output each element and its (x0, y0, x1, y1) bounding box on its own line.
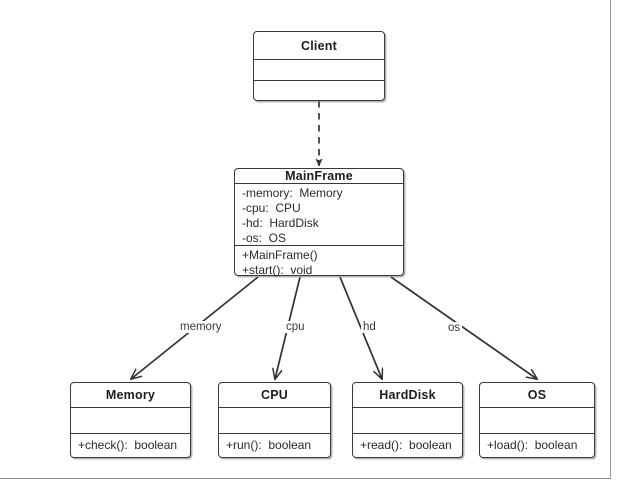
class-box-mainframe[interactable]: MainFrame -memory: Memory -cpu: CPU -hd:… (234, 168, 404, 277)
attribute-row: -os: OS (242, 231, 287, 245)
operation-row: +start(): void (242, 263, 313, 277)
edge-label-memory: memory (178, 321, 224, 333)
class-box-client[interactable]: Client (253, 31, 385, 101)
class-name-client: Client (254, 32, 384, 60)
class-operations-client (254, 81, 384, 100)
class-attributes-memory (71, 408, 190, 434)
class-attributes-mainframe: -memory: Memory -cpu: CPU -hd: HardDisk … (235, 184, 403, 246)
operation-row: +load(): boolean (487, 438, 578, 452)
class-operations-os: +load(): boolean (480, 434, 594, 457)
page-frame-bottom-rule (0, 478, 611, 479)
edge-label-hd: hd (361, 321, 378, 333)
class-operations-cpu: +run(): boolean (219, 434, 330, 457)
attribute-row: -cpu: CPU (242, 201, 301, 215)
class-attributes-os (480, 408, 594, 434)
class-attributes-cpu (219, 408, 330, 434)
class-operations-memory: +check(): boolean (71, 434, 190, 457)
class-operations-harddisk: +read(): boolean (353, 434, 462, 457)
class-box-memory[interactable]: Memory +check(): boolean (70, 382, 191, 458)
class-attributes-client (254, 60, 384, 81)
class-attributes-harddisk (353, 408, 462, 434)
attribute-row: -hd: HardDisk (242, 216, 319, 230)
class-box-cpu[interactable]: CPU +run(): boolean (218, 382, 331, 458)
operation-row: +run(): boolean (226, 438, 312, 452)
page-frame-right-rule (610, 0, 611, 479)
class-box-os[interactable]: OS +load(): boolean (479, 382, 595, 458)
edge-mainframe-to-os (390, 276, 537, 379)
operation-row: +read(): boolean (360, 438, 452, 452)
class-name-harddisk: HardDisk (353, 383, 462, 408)
edge-label-cpu: cpu (284, 321, 307, 333)
class-operations-mainframe: +MainFrame() +start(): void (235, 246, 403, 280)
class-name-mainframe: MainFrame (235, 169, 403, 184)
edge-label-os: os (446, 322, 463, 334)
class-box-harddisk[interactable]: HardDisk +read(): boolean (352, 382, 463, 458)
operation-row: +check(): boolean (78, 438, 178, 452)
class-name-os: OS (480, 383, 594, 408)
operation-row: +MainFrame() (242, 248, 318, 262)
class-name-memory: Memory (71, 383, 190, 408)
class-name-cpu: CPU (219, 383, 330, 408)
attribute-row: -memory: Memory (242, 186, 343, 200)
